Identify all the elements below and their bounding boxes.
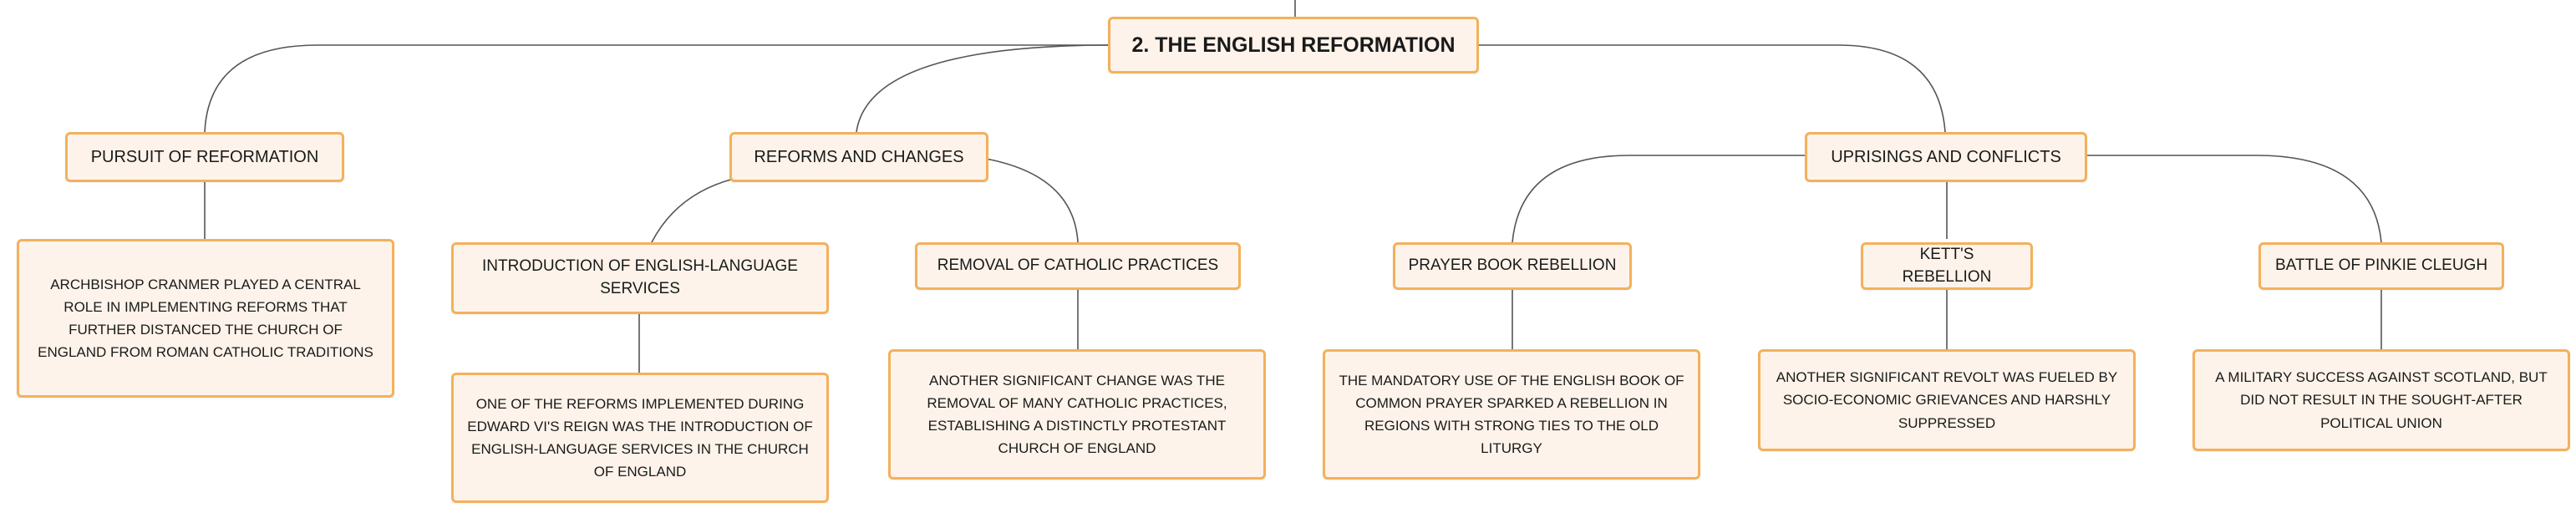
detail-english-language-services[interactable]: ONE OF THE REFORMS IMPLEMENTED DURING ED… bbox=[451, 373, 829, 503]
subtopic-ketts-rebellion[interactable]: KETT'S REBELLION bbox=[1861, 242, 2033, 290]
subtopic-prayer-book-rebellion[interactable]: PRAYER BOOK REBELLION bbox=[1393, 242, 1632, 290]
connector-line bbox=[2085, 155, 2382, 243]
subtopic-english-language-services[interactable]: INTRODUCTION OF ENGLISH-LANGUAGE SERVICE… bbox=[451, 242, 829, 314]
connector-line bbox=[1512, 155, 1805, 243]
detail-removal-of-catholic-practices[interactable]: ANOTHER SIGNIFICANT CHANGE WAS THE REMOV… bbox=[888, 349, 1266, 480]
subtopic-removal-of-catholic-practices[interactable]: REMOVAL OF CATHOLIC PRACTICES bbox=[915, 242, 1241, 290]
connector-line bbox=[1476, 44, 1946, 133]
connector-line bbox=[204, 44, 1111, 133]
detail-battle-of-pinkie-cleugh[interactable]: A MILITARY SUCCESS AGAINST SCOTLAND, BUT… bbox=[2192, 349, 2570, 451]
branch-pursuit-of-reformation[interactable]: PURSUIT OF REFORMATION bbox=[65, 132, 344, 182]
subtopic-battle-of-pinkie-cleugh[interactable]: BATTLE OF PINKIE CLEUGH bbox=[2258, 242, 2504, 290]
central-topic[interactable]: 2. THE ENGLISH REFORMATION bbox=[1108, 17, 1479, 74]
connector-line bbox=[651, 178, 734, 243]
branch-uprisings-and-conflicts[interactable]: UPRISINGS AND CONFLICTS bbox=[1805, 132, 2087, 182]
connector-line bbox=[985, 158, 1079, 243]
branch-reforms-and-changes[interactable]: REFORMS AND CHANGES bbox=[729, 132, 988, 182]
detail-prayer-book-rebellion[interactable]: THE MANDATORY USE OF THE ENGLISH BOOK OF… bbox=[1323, 349, 1700, 480]
detail-ketts-rebellion[interactable]: ANOTHER SIGNIFICANT REVOLT WAS FUELED BY… bbox=[1758, 349, 2136, 451]
connector-line bbox=[856, 44, 1112, 133]
detail-pursuit-of-reformation[interactable]: ARCHBISHOP CRANMER PLAYED A CENTRAL ROLE… bbox=[17, 239, 394, 398]
